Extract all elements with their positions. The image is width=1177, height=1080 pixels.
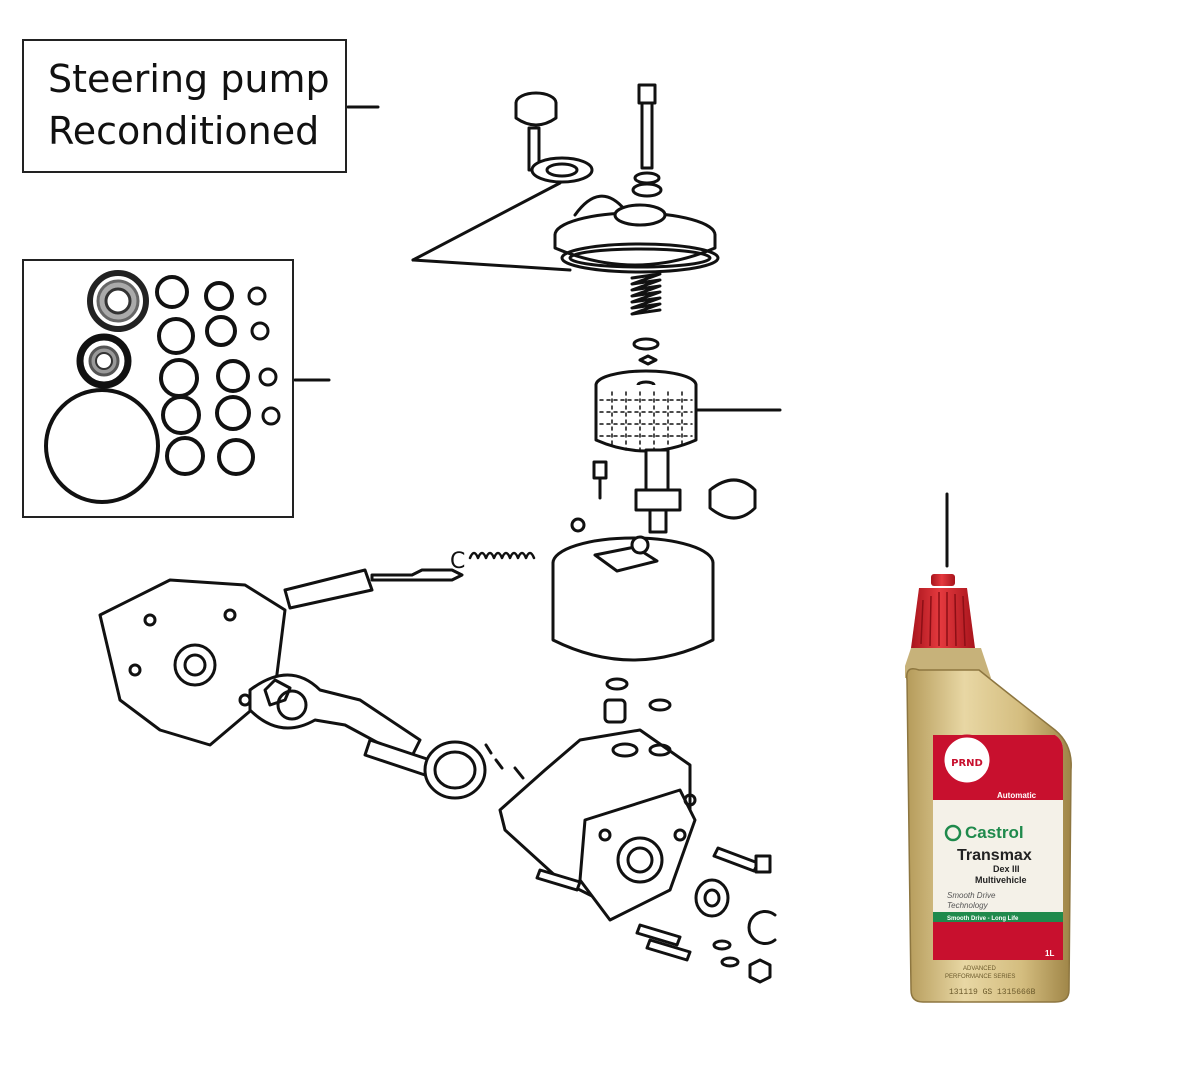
cap-tip-icon	[931, 574, 955, 586]
o-ring-icon	[648, 698, 672, 712]
union-fitting-icon	[592, 448, 757, 534]
svg-text:C: C	[450, 549, 465, 574]
tech-line-2: Technology	[947, 901, 989, 910]
footer-line-1: ADVANCED	[963, 966, 997, 972]
spring-icon	[630, 272, 662, 316]
tech-line-1: Smooth Drive	[947, 891, 996, 900]
seal-kit-icon	[44, 270, 281, 504]
long-bolt-icon	[631, 83, 663, 198]
leader-line-gasket2	[411, 258, 572, 272]
footer-line-2: PERFORMANCE SERIES	[945, 974, 1015, 980]
product-label: Transmax	[957, 847, 1032, 864]
bolts-icon	[535, 846, 777, 984]
pump-body-icon	[498, 728, 697, 922]
batch-code: 131119 GS 1315666B	[949, 988, 1036, 997]
callout-line-1: Steering pump	[48, 57, 330, 101]
reservoir-lid-icon	[553, 194, 720, 274]
brand-label: Castrol	[965, 823, 1024, 842]
category-line-1: Automatic	[997, 791, 1037, 800]
reservoir-cap-icon	[514, 91, 594, 184]
reservoir-can-icon	[551, 517, 715, 662]
bush-icon	[603, 698, 627, 724]
o-ring-icon	[605, 677, 629, 691]
seal-kit-box	[22, 259, 294, 518]
leader-line-gasket	[411, 181, 562, 262]
pump-shaft-icon: C	[248, 549, 536, 800]
tagline: Smooth Drive - Long Life	[947, 916, 1019, 922]
pump-housing-icon	[98, 578, 287, 747]
small-washer-icon	[638, 354, 658, 366]
prnd-label: PRND	[951, 758, 983, 769]
washer-icon	[632, 337, 660, 351]
product-subline-1: Dex III	[993, 864, 1020, 874]
reconditioned-pump-callout: Steering pump Reconditioned	[22, 39, 347, 173]
callout-line-2: Reconditioned	[48, 109, 320, 153]
volume-label: 1L	[1045, 949, 1054, 958]
filter-element-icon	[594, 369, 698, 453]
oil-bottle-icon: PRND Automatic Castrol Transmax Dex III …	[905, 574, 1072, 1003]
product-subline-2: Multivehicle	[975, 875, 1027, 885]
bottle-cap-icon	[911, 588, 975, 648]
